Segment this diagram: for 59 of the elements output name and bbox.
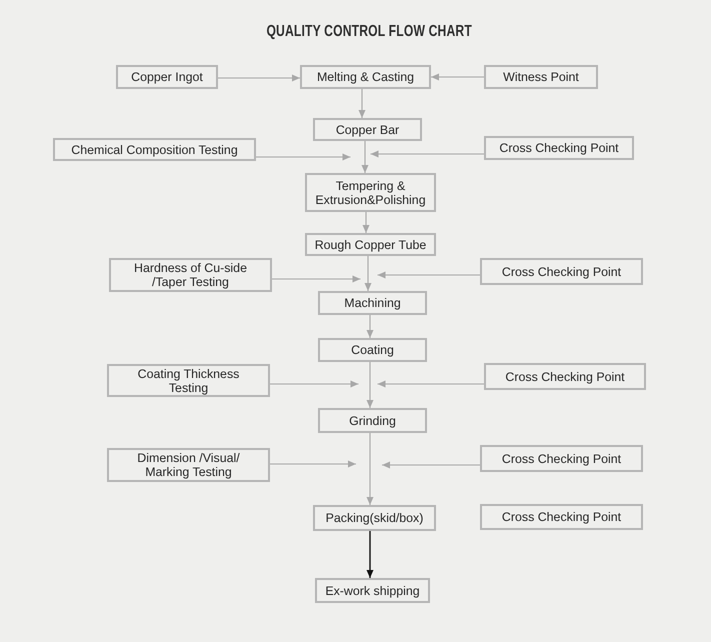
process-box	[318, 338, 427, 362]
arrow	[378, 272, 480, 278]
process-box	[484, 363, 646, 390]
step-label: Cross Checking Point	[499, 141, 619, 155]
step-label: Rough Copper Tube	[314, 238, 426, 252]
arrow	[270, 460, 356, 468]
process-box	[318, 291, 427, 315]
process-box	[300, 65, 431, 89]
arrow	[218, 74, 300, 82]
process-box	[313, 118, 422, 141]
arrow	[431, 74, 484, 80]
chart-title: QUALITY CONTROL FLOW CHART	[266, 23, 472, 41]
step-label: Cross Checking Point	[502, 510, 622, 524]
process-box	[313, 505, 436, 531]
arrow	[378, 380, 484, 388]
arrow	[366, 433, 374, 505]
step-label: Tempering & Extrusion&Polishing	[314, 178, 427, 206]
process-box	[107, 364, 270, 397]
step-label: Copper Bar	[336, 122, 400, 136]
process-box	[315, 578, 430, 603]
arrow	[362, 141, 368, 173]
step-label: Coating	[351, 343, 394, 357]
arrow	[358, 89, 366, 118]
arrow	[366, 362, 374, 408]
arrow	[256, 154, 350, 160]
step-label: Coating Thickness Testing	[136, 366, 240, 394]
step-label: Cross Checking Point	[505, 370, 625, 384]
process-box	[480, 445, 643, 472]
process-box	[107, 448, 270, 482]
process-box	[109, 258, 272, 292]
step-label: Dimension /Visual/ Marking Testing	[136, 451, 241, 479]
step-label: Grinding	[349, 414, 396, 428]
step-label: Hardness of Cu-side /Taper Testing	[133, 261, 248, 289]
process-box	[305, 173, 436, 212]
process-box	[484, 65, 598, 89]
arrow	[366, 315, 374, 338]
arrow	[370, 150, 484, 158]
process-box	[480, 258, 643, 285]
arrow	[366, 531, 374, 578]
process-box	[484, 136, 634, 160]
step-label: Ex-work shipping	[325, 584, 420, 598]
step-label: Machining	[344, 296, 401, 310]
arrow	[272, 276, 360, 282]
process-box	[318, 408, 427, 433]
process-box	[53, 138, 256, 161]
step-label: Cross Checking Point	[502, 264, 622, 278]
process-box	[480, 504, 643, 530]
arrow	[362, 212, 370, 233]
arrow	[270, 380, 358, 388]
process-box	[116, 65, 218, 89]
arrow	[382, 462, 480, 468]
arrow	[364, 256, 372, 291]
step-label: Witness Point	[503, 70, 579, 84]
process-box	[305, 233, 436, 256]
step-label: Packing(skid/box)	[326, 511, 424, 525]
step-label: Melting & Casting	[316, 70, 414, 84]
step-label: Copper Ingot	[131, 70, 203, 84]
step-label: Cross Checking Point	[502, 452, 622, 466]
step-label: Chemical Composition Testing	[71, 142, 238, 156]
